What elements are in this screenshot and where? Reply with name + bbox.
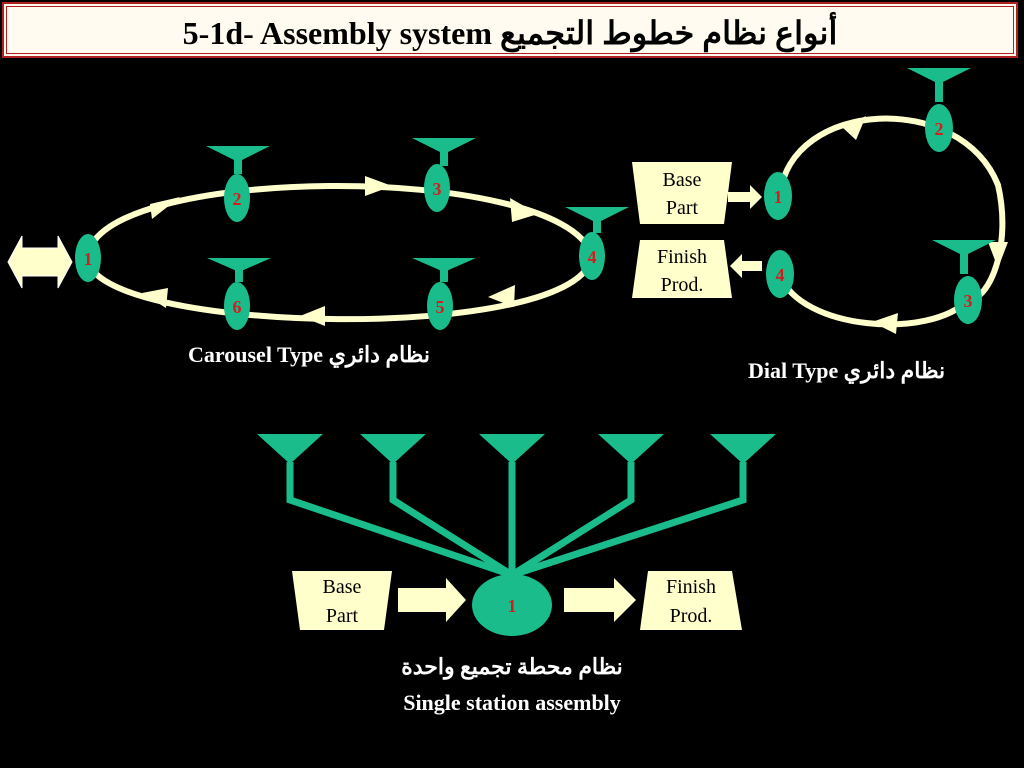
single-tool-icon: [479, 434, 545, 464]
carousel-station-6: 6: [224, 282, 250, 330]
single-finish-prod-box: Finish Prod.: [640, 571, 742, 630]
dial-loop: [777, 115, 1006, 328]
dial-base-part-box: Base Part: [632, 162, 732, 224]
carousel-tool-icon: [565, 207, 629, 223]
single-tool-feed: [510, 462, 747, 579]
svg-text:6: 6: [233, 297, 242, 317]
carousel-tool-stem: [234, 158, 242, 174]
dial-station-1: 1: [764, 172, 792, 220]
carousel-tool-stem: [235, 268, 243, 282]
double-arrow-icon: [7, 235, 73, 289]
dial-diagram: Base Part Finish Prod. 1 2: [632, 68, 1008, 334]
carousel-caption: Carousel Type نظام دائري: [188, 342, 430, 368]
svg-text:1: 1: [508, 596, 517, 616]
dial-flow-arrow: [988, 242, 1008, 268]
single-input-arrow: [398, 578, 466, 622]
svg-text:Finish: Finish: [657, 246, 707, 268]
single-caption-en: Single station assembly: [403, 690, 621, 715]
single-station-1: 1: [472, 574, 552, 636]
dial-caption-en: Dial Type: [748, 358, 839, 383]
single-tool-icon: [360, 434, 426, 464]
svg-text:Prod.: Prod.: [661, 274, 704, 296]
svg-text:1: 1: [84, 249, 93, 269]
svg-text:3: 3: [964, 291, 973, 311]
dial-finish-prod-box: Finish Prod.: [632, 240, 732, 298]
single-output-arrow: [564, 578, 636, 622]
carousel-station-1: 1: [75, 234, 101, 282]
dial-tool-stem: [935, 80, 943, 102]
svg-text:1: 1: [774, 187, 783, 207]
dial-tool-icon: [907, 68, 971, 84]
carousel-diagram: 1 2 3 4 5 6: [7, 138, 629, 330]
carousel-station-2: 2: [224, 174, 250, 222]
svg-text:Finish: Finish: [666, 576, 716, 598]
carousel-tool-stem: [440, 150, 448, 166]
dial-flow-arrow: [842, 116, 866, 140]
svg-text:Part: Part: [326, 605, 359, 627]
carousel-caption-ar: نظام دائري: [328, 342, 430, 367]
svg-text:3: 3: [433, 179, 442, 199]
single-tool-icon: [598, 434, 664, 464]
svg-text:5: 5: [436, 297, 445, 317]
dial-caption: Dial Type نظام دائري: [748, 358, 945, 384]
carousel-tool-stem: [593, 219, 601, 233]
carousel-flow-arrow: [488, 285, 515, 307]
carousel-tool-icon: [207, 258, 271, 272]
single-station-diagram: Base Part 1 Finish Prod.: [257, 434, 776, 636]
svg-text:2: 2: [935, 119, 944, 139]
dial-station-3: 3: [954, 276, 982, 324]
dial-tool-icon: [932, 240, 996, 256]
single-tool-feed: [389, 462, 514, 578]
single-base-part-box: Base Part: [292, 571, 392, 630]
carousel-flow-arrow: [150, 197, 180, 219]
single-caption-ar: نظام محطة تجميع واحدة: [401, 654, 623, 679]
svg-text:Prod.: Prod.: [670, 605, 713, 627]
single-tool-icon: [710, 434, 776, 464]
dial-caption-ar: نظام دائري: [843, 358, 946, 383]
svg-text:Base: Base: [663, 169, 702, 191]
dial-station-4: 4: [766, 250, 794, 298]
dial-tool-stem: [960, 252, 968, 274]
carousel-tool-icon: [412, 138, 476, 154]
carousel-station-4: 4: [579, 232, 605, 280]
title-bar: 5-1d- Assembly system أنواع نظام خطوط ال…: [2, 2, 1018, 58]
single-tool-feed: [510, 462, 635, 578]
carousel-flow-arrow: [510, 198, 538, 222]
dial-input-arrow: [728, 185, 762, 209]
carousel-flow-arrow: [142, 288, 168, 308]
single-tool-feed: [286, 462, 514, 579]
carousel-station-3: 3: [424, 164, 450, 212]
carousel-flow-arrow: [300, 306, 325, 326]
dial-station-2: 2: [925, 104, 953, 152]
carousel-flow-arrow: [365, 176, 392, 196]
dial-output-arrow: [730, 254, 762, 278]
dial-flow-arrow: [872, 313, 898, 334]
carousel-station-5: 5: [427, 282, 453, 330]
svg-text:2: 2: [233, 189, 242, 209]
svg-text:Base: Base: [323, 576, 362, 598]
carousel-tool-icon: [206, 146, 270, 162]
svg-text:4: 4: [776, 265, 785, 285]
svg-text:4: 4: [588, 247, 597, 267]
carousel-caption-en: Carousel Type: [188, 342, 324, 367]
carousel-tool-stem: [440, 268, 448, 282]
svg-text:Part: Part: [666, 197, 699, 219]
single-tool-icon: [257, 434, 323, 464]
carousel-tool-icon: [412, 258, 476, 272]
